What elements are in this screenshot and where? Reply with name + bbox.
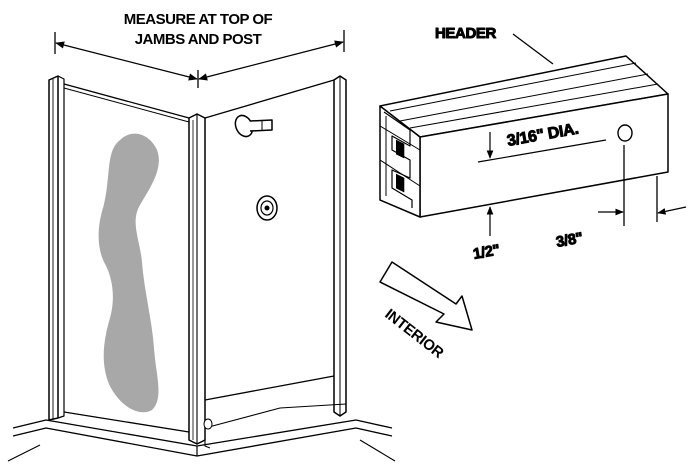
three-eighths-arrow-right <box>657 206 687 215</box>
hole-centerline <box>477 139 607 163</box>
glass-door-panel <box>63 83 190 433</box>
header-label: HEADER <box>435 25 497 42</box>
shower-enclosure <box>7 75 396 462</box>
mounting-hole <box>617 124 633 142</box>
half-inch-label: 1/2" <box>472 242 501 263</box>
header-leader-line <box>512 33 554 65</box>
valve-knob <box>256 195 278 221</box>
left-wall-jamb <box>48 75 65 421</box>
corner-post <box>188 113 206 445</box>
header-end-profile <box>379 105 421 218</box>
shower-base <box>7 403 396 462</box>
measure-dimension-arrows <box>54 30 345 88</box>
shower-head <box>234 114 273 138</box>
right-wall-jamb <box>333 75 347 417</box>
measure-label-line2: JAMBS AND POST <box>135 31 262 48</box>
interior-direction: INTERIOR <box>379 261 473 362</box>
interior-label: INTERIOR <box>382 306 447 362</box>
three-eighths-label: 3/8" <box>555 230 584 251</box>
measure-label: MEASURE AT TOP OF JAMBS AND POST <box>124 11 273 48</box>
measure-label-line1: MEASURE AT TOP OF <box>124 11 273 28</box>
interior-arrow-icon <box>379 261 473 331</box>
side-return-panel <box>204 79 335 401</box>
glass-frosted-pattern <box>98 133 159 413</box>
left-width-arrow <box>55 41 198 81</box>
header-detail: HEADER 3/16" DIA. 1/2" 3/8" <box>379 25 687 263</box>
right-width-arrow <box>198 40 344 81</box>
